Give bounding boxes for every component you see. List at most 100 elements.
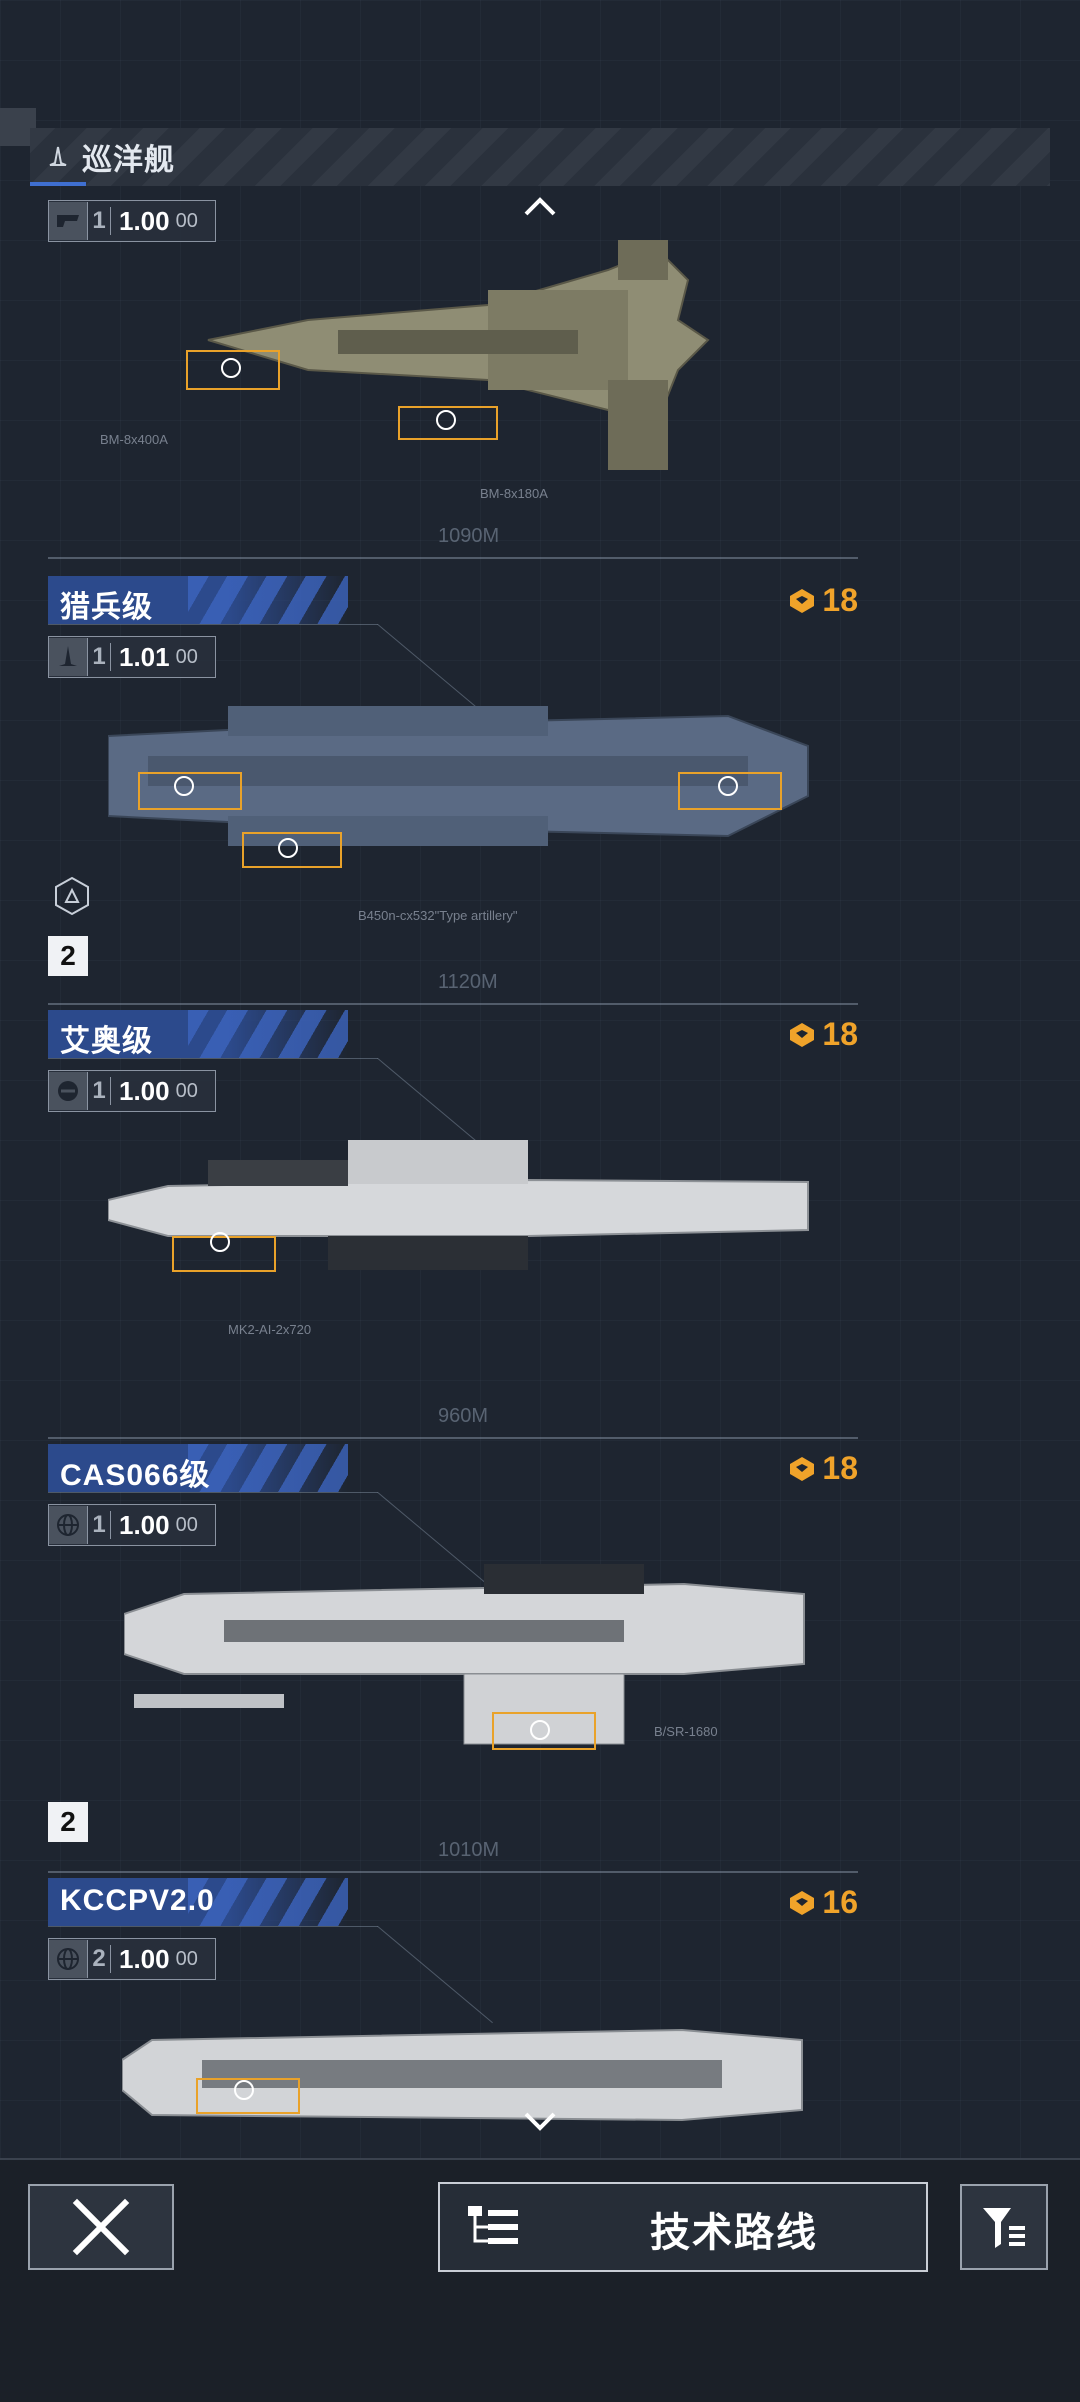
category-title: 巡洋舰	[82, 144, 175, 177]
divider	[48, 1926, 378, 1927]
weapon-bracket	[186, 350, 280, 390]
manufacturer-icon	[49, 1072, 88, 1110]
globe-icon	[49, 1940, 88, 1978]
divider	[48, 1058, 378, 1059]
weapon-marker[interactable]	[278, 838, 298, 858]
tech-route-label: 技术路线	[650, 2211, 818, 2255]
length-ruler: 1090M	[48, 525, 858, 560]
cost: 18	[788, 1016, 858, 1053]
command-point-icon	[790, 1022, 815, 1047]
warp-icon	[55, 876, 89, 916]
cruiser-icon	[49, 146, 67, 166]
name-banner	[48, 1878, 348, 1926]
weapon-label: BM-8x400A	[100, 432, 168, 447]
tier-number: 1	[88, 643, 111, 671]
tier-number: 1	[88, 1511, 111, 1539]
cost: 18	[788, 1450, 858, 1487]
divider	[48, 624, 378, 625]
cost: 16	[788, 1884, 858, 1921]
close-button[interactable]	[28, 2184, 174, 2270]
filter-button[interactable]	[960, 2184, 1048, 2270]
weapon-marker[interactable]	[234, 2080, 254, 2100]
weapon-bracket	[678, 772, 782, 810]
cost: 18	[788, 582, 858, 619]
ship-length: 1010M	[438, 1839, 500, 1861]
close-icon	[72, 2198, 130, 2256]
weapon-bracket	[398, 406, 498, 440]
ship-length: 1090M	[438, 525, 500, 547]
stat-decimal: 00	[175, 209, 198, 232]
ship-name: KCCPV2.0	[60, 1884, 215, 1917]
stat-value: 1.00	[119, 1943, 170, 1974]
tier-number: 2	[88, 1945, 111, 1973]
ship-image	[122, 2028, 803, 2122]
ship-card-4[interactable]: KCCPV2.0 16 2 1.00 00	[48, 1878, 858, 2148]
ship-image	[207, 240, 710, 470]
name-banner	[48, 1444, 348, 1492]
weapon-label: B/SR-1680	[654, 1724, 718, 1739]
ship-card-0[interactable]: 1 1.00 00 BM-8x400A BM-8x180A 1090M	[48, 190, 858, 560]
tier-number: 1	[88, 207, 111, 235]
manufacturer-icon	[49, 202, 88, 240]
stat-value: 1.01	[119, 641, 170, 672]
ship-image	[108, 706, 809, 846]
length-ruler: 960M	[48, 1405, 858, 1440]
stat-box: 1 1.00 00	[48, 1504, 216, 1546]
stat-box: 1 1.00 00	[48, 200, 216, 242]
weapon-bracket	[138, 772, 242, 810]
globe-icon	[49, 1506, 88, 1544]
stat-decimal: 00	[175, 1079, 198, 1102]
scroll-up-icon[interactable]	[522, 194, 558, 218]
ship-card-1[interactable]: 猎兵级 18 1 1.01 00 B450n-cx532"Type artill…	[48, 576, 858, 1006]
cost-value: 18	[822, 1450, 858, 1486]
ship-length: 960M	[438, 1405, 489, 1427]
length-ruler: 1010M	[48, 1839, 858, 1874]
stat-decimal: 00	[175, 1513, 198, 1536]
divider	[48, 1492, 378, 1493]
category-header[interactable]: 巡洋舰	[30, 128, 1050, 186]
name-banner	[48, 1010, 348, 1058]
weapon-marker[interactable]	[436, 410, 456, 430]
weapon-marker[interactable]	[174, 776, 194, 796]
ship-card-2[interactable]: 艾奥级 18 1 1.00 00 MK2-AI-2x720 960M	[48, 1010, 858, 1440]
ship-image	[108, 1140, 809, 1270]
weapon-label: MK2-AI-2x720	[228, 1322, 312, 1337]
ship-length: 1120M	[438, 971, 498, 993]
length-ruler: 1120M	[48, 971, 858, 1006]
module-count-badge: 2	[48, 1802, 88, 1842]
tech-route-button[interactable]: 技术路线	[438, 2182, 928, 2272]
stat-box: 1 1.00 00	[48, 1070, 216, 1112]
weapon-marker[interactable]	[210, 1232, 230, 1252]
weapon-marker[interactable]	[221, 358, 241, 378]
command-point-icon	[790, 1456, 815, 1481]
ship-name: 猎兵级	[60, 591, 153, 624]
weapon-bracket	[196, 2078, 300, 2114]
stat-value: 1.00	[119, 1509, 170, 1540]
divider	[377, 1926, 493, 2024]
ship-name: CAS066级	[60, 1459, 211, 1492]
command-point-icon	[790, 588, 815, 613]
cost-value: 16	[822, 1884, 858, 1920]
weapon-label: BM-8x180A	[480, 486, 548, 501]
tier-number: 1	[88, 1077, 111, 1105]
weapon-label: B450n-cx532"Type artillery"	[358, 908, 518, 923]
stat-value: 1.00	[119, 205, 170, 236]
scroll-down-icon[interactable]	[522, 2110, 558, 2134]
cost-value: 18	[822, 1016, 858, 1052]
weapon-marker[interactable]	[718, 776, 738, 796]
filter-icon	[983, 2208, 1025, 2248]
stat-box: 1 1.01 00	[48, 636, 216, 678]
stat-value: 1.00	[119, 1075, 170, 1106]
ship-image	[124, 1564, 805, 1745]
ship-card-3[interactable]: CAS066级 18 1 1.00 00 B/SR-1680 2 1010M	[48, 1444, 858, 1874]
stat-decimal: 00	[175, 1947, 198, 1970]
cost-value: 18	[822, 582, 858, 618]
tech-tree-icon	[468, 2206, 518, 2244]
weapon-marker[interactable]	[530, 1720, 550, 1740]
weapon-bracket	[242, 832, 342, 868]
module-count-badge: 2	[48, 936, 88, 976]
name-banner	[48, 576, 348, 624]
stat-box: 2 1.00 00	[48, 1938, 216, 1980]
command-point-icon	[790, 1890, 815, 1915]
header-accent	[30, 182, 86, 186]
